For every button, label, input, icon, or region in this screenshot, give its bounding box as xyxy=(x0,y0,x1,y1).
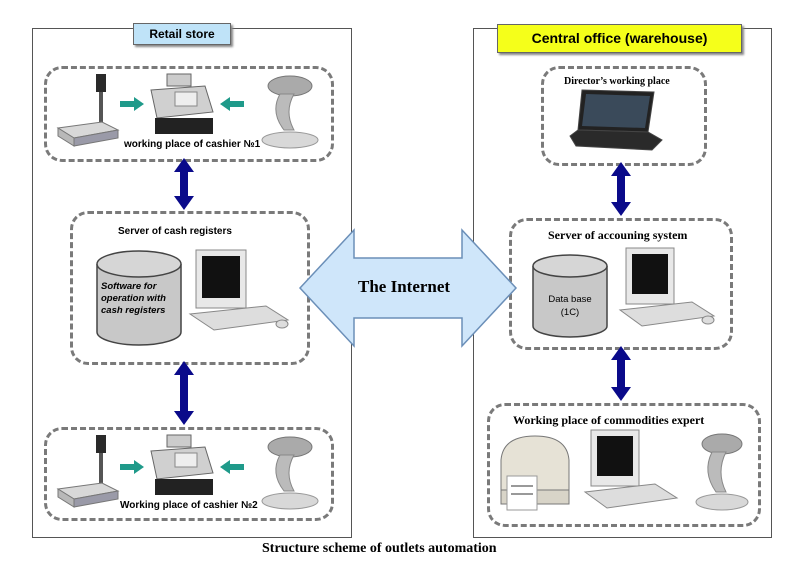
barcode-scanner-icon-3 xyxy=(695,433,749,511)
diagram-caption: Structure scheme of outlets automation xyxy=(262,541,497,556)
database-cylinder xyxy=(96,250,182,346)
acc-db-text: Data base (1C) xyxy=(548,294,592,318)
cash-db-text: Software for operation with cash registe… xyxy=(101,281,166,316)
database-cylinder-2 xyxy=(532,254,608,338)
arrow-accserver-expert xyxy=(611,346,631,401)
central-office-title: Central office (warehouse) xyxy=(497,24,742,53)
barcode-scanner-icon-2 xyxy=(261,436,319,510)
computer-monitor-icon-3 xyxy=(583,429,679,509)
internet-arrow-shape xyxy=(298,228,518,348)
director-label: Director’s working place xyxy=(564,76,670,87)
teal-arrow-1b xyxy=(220,97,244,111)
director-group xyxy=(541,66,707,166)
scale-icon-2 xyxy=(56,435,120,508)
cashier1-group xyxy=(44,66,334,162)
cashier1-label: working place of cashier №1 xyxy=(124,139,261,150)
teal-arrow-2a xyxy=(120,460,144,474)
cashier2-label: Working place of cashier №2 xyxy=(120,500,258,511)
retail-store-title: Retail store xyxy=(133,23,231,45)
internet-label: The Internet xyxy=(358,277,451,296)
computer-monitor-icon xyxy=(188,249,290,331)
cash-register-icon xyxy=(150,73,214,134)
arrow-cashier1-server xyxy=(174,158,194,210)
acc-server-label: Server of accouning system xyxy=(548,228,688,242)
internet-arrow xyxy=(298,228,518,348)
teal-arrow-2b xyxy=(220,460,244,474)
barcode-scanner-icon xyxy=(261,75,319,149)
arrow-director-accserver xyxy=(611,162,631,216)
scale-icon xyxy=(56,74,120,147)
label-printer-icon xyxy=(500,435,570,511)
expert-label: Working place of commodities expert xyxy=(513,413,705,427)
expert-group xyxy=(487,403,761,527)
arrow-server-cashier2 xyxy=(174,361,194,425)
teal-arrow-1a xyxy=(120,97,144,111)
laptop-icon xyxy=(569,89,663,151)
cash-server-label: Server of cash registers xyxy=(118,226,232,237)
cash-register-icon-2 xyxy=(150,434,214,495)
cashier2-group xyxy=(44,427,334,521)
computer-monitor-icon-2 xyxy=(618,247,716,327)
